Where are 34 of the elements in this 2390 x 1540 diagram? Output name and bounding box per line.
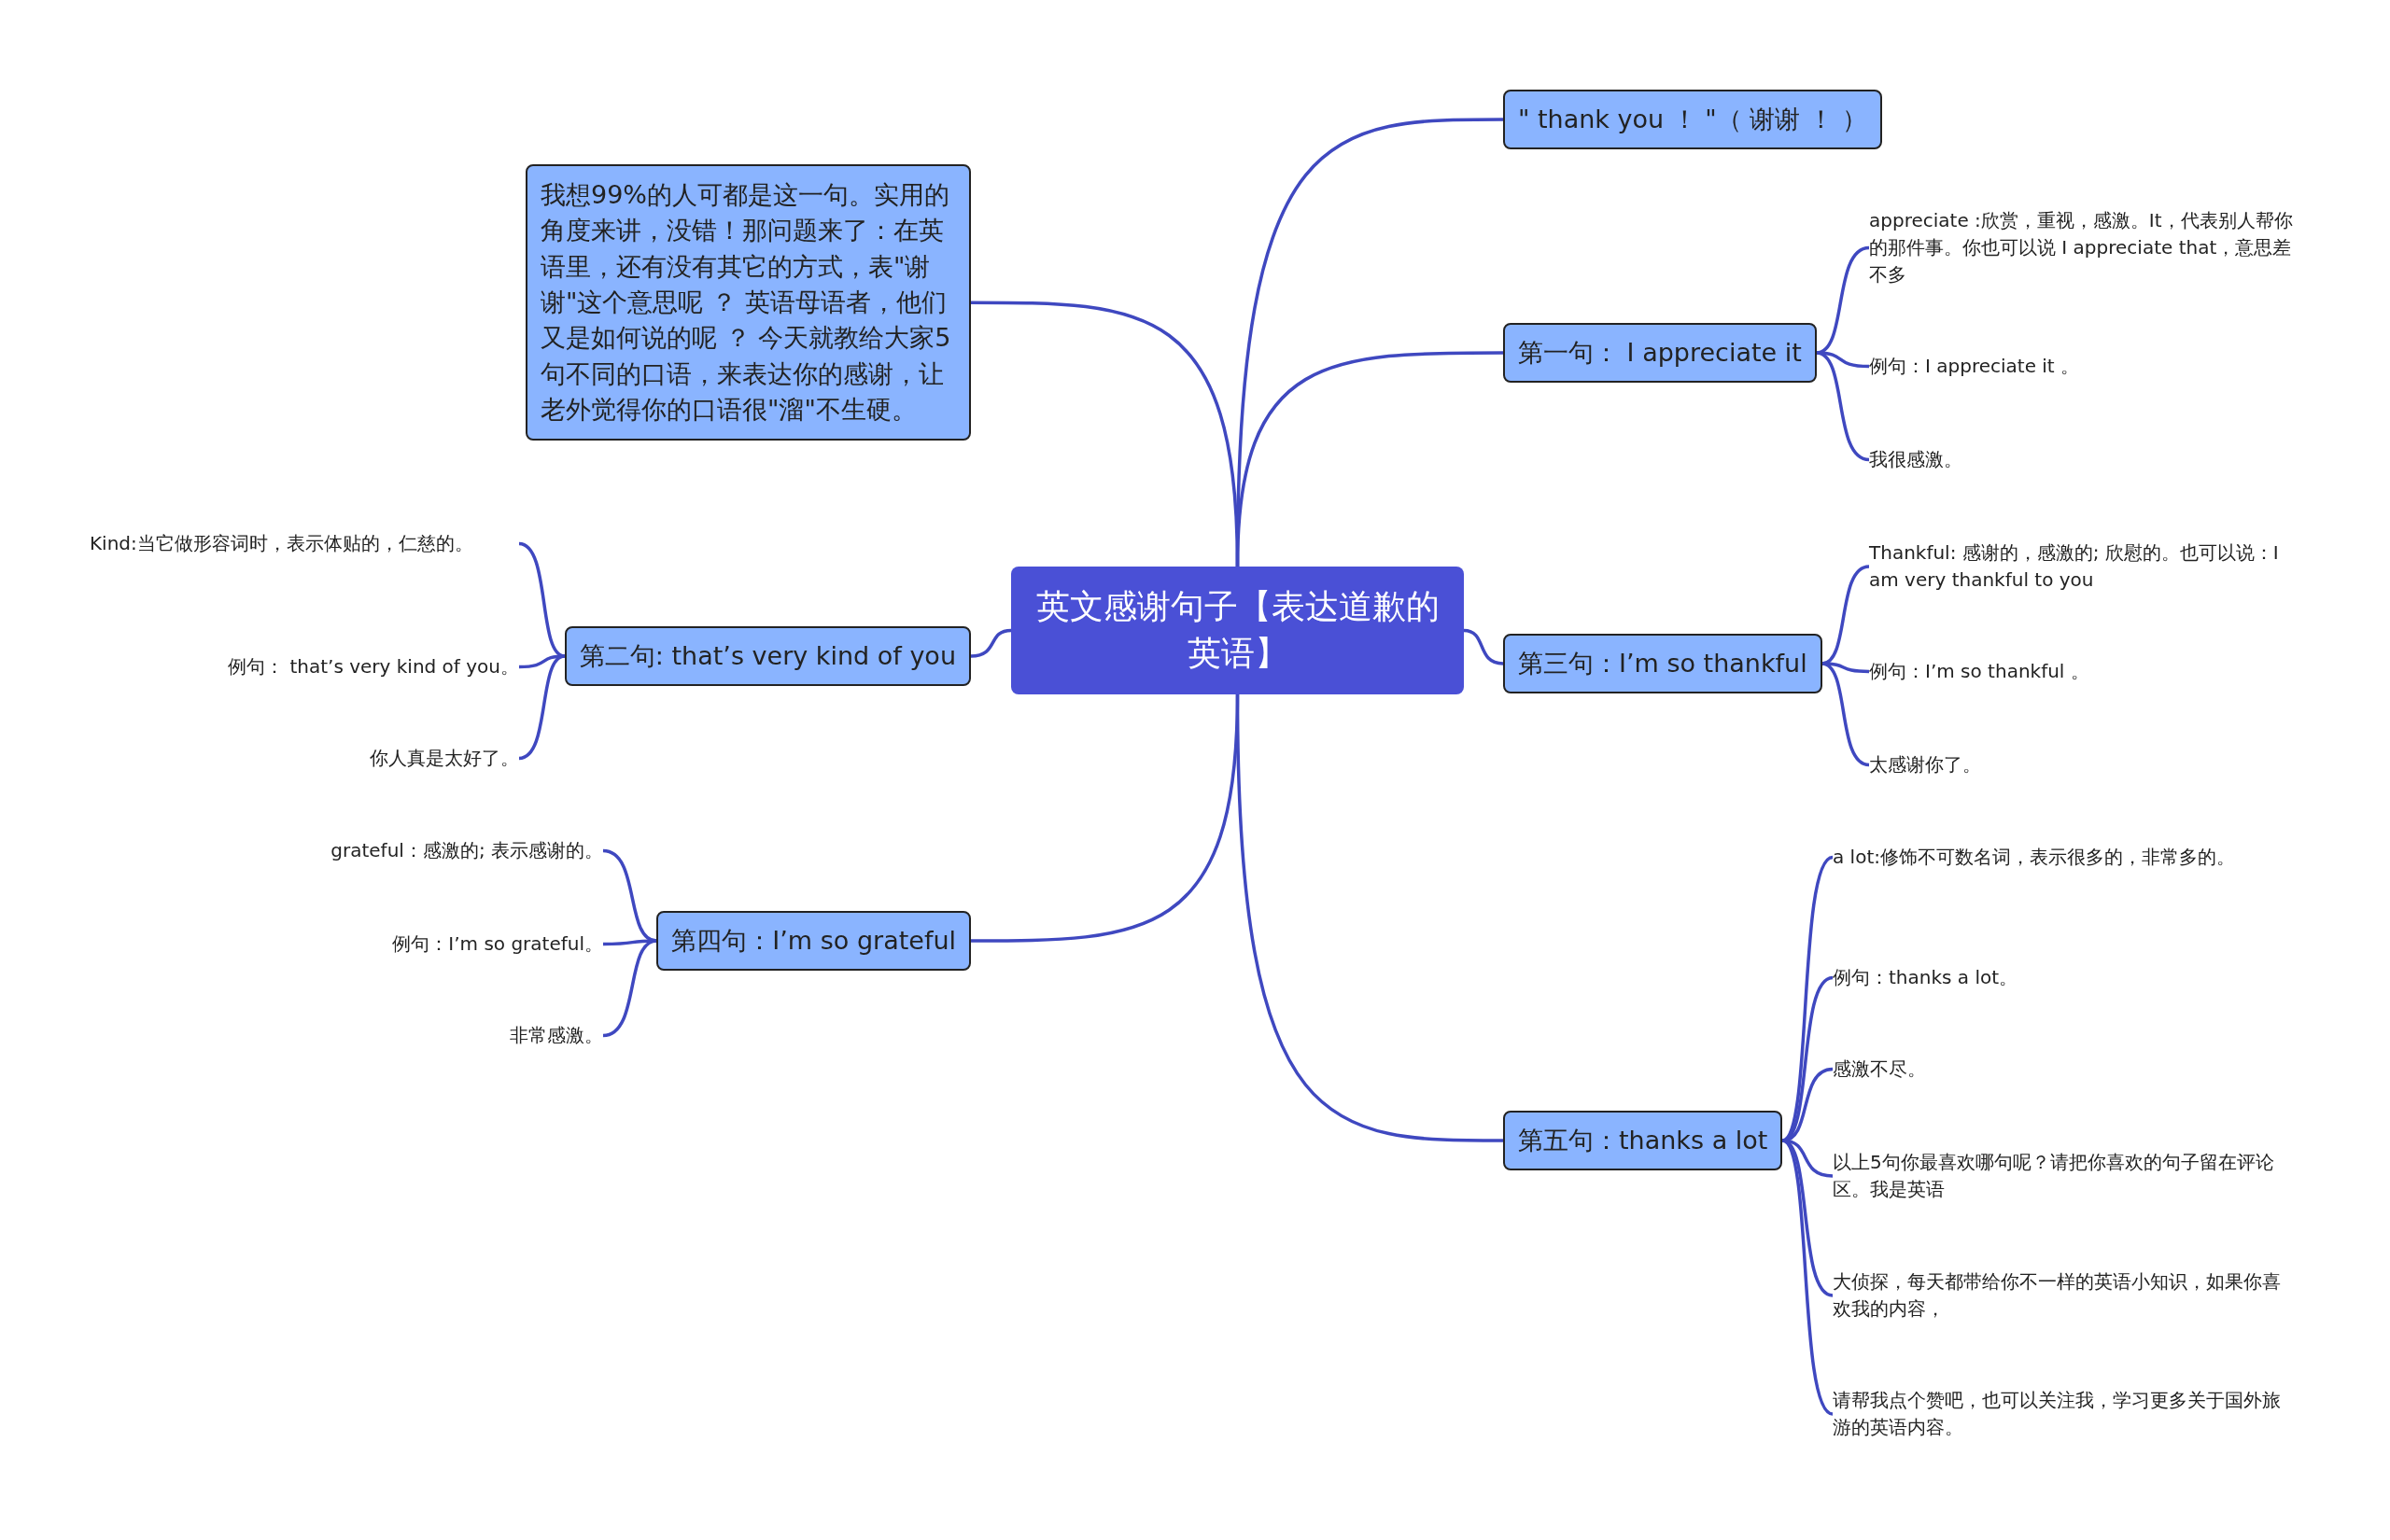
subtopic-text: 你人真是太好了。 bbox=[90, 745, 519, 772]
subtopic-text: 大侦探，每天都带给你不一样的英语小知识，如果你喜欢我的内容， bbox=[1833, 1268, 2281, 1323]
subtopic-text: grateful：感激的; 表示感谢的。 bbox=[174, 837, 603, 864]
connector-line bbox=[602, 939, 657, 1038]
connector-line bbox=[1821, 662, 1870, 767]
subtopic-text: 感激不尽。 bbox=[1833, 1056, 2281, 1083]
subtopic-text: 例句：I’m so grateful。 bbox=[174, 931, 603, 958]
topic-box: 我想99%的人可都是这一句。实用的角度来讲，没错！那问题来了：在英语里，还有没有其它的方式，表"谢谢"这个意思呢 ？ 英语母语者，他们又是如何说的呢 ？ 今天就教给大家5句不同的口语，来表达你的感谢，让老外觉得你的口语很"溜"不生硬。 bbox=[526, 164, 971, 441]
subtopic-text: Kind:当它做形容词时，表示体贴的，仁慈的。 bbox=[90, 530, 519, 557]
subtopic-text: 例句： that’s very kind of you。 bbox=[90, 653, 519, 680]
topic-box: 第四句：I’m so grateful bbox=[656, 911, 971, 971]
topic-box: 第三句：I’m so thankful bbox=[1503, 634, 1822, 693]
connector-line bbox=[1816, 351, 1870, 462]
subtopic-text: 我很感激。 bbox=[1869, 446, 2308, 473]
subtopic-text: 非常感激。 bbox=[174, 1022, 603, 1049]
connector-line bbox=[970, 628, 1012, 658]
topic-box: 第一句： I appreciate it bbox=[1503, 323, 1817, 383]
subtopic-text: a lot:修饰不可数名词，表示很多的，非常多的。 bbox=[1833, 844, 2281, 871]
topic-box: 第二句: that’s very kind of you bbox=[564, 626, 971, 686]
connector-line bbox=[1235, 693, 1503, 1142]
topic-box: " thank you ！ "（ 谢谢 ！ ） bbox=[1503, 90, 1882, 149]
subtopic-text: 太感谢你了。 bbox=[1869, 751, 2308, 778]
subtopic-text: appreciate :欣赏，重视，感激。It，代表别人帮你的那件事。你也可以说 I appreciate that，意思差不多 bbox=[1869, 207, 2308, 288]
subtopic-text: Thankful: 感谢的，感激的; 欣慰的。也可以说：I am very thankful to you bbox=[1869, 539, 2308, 594]
subtopic-text: 例句：thanks a lot。 bbox=[1833, 964, 2281, 991]
subtopic-text: 以上5句你最喜欢哪句呢？请把你喜欢的句子留在评论区。我是英语 bbox=[1833, 1149, 2281, 1203]
connector-line bbox=[1235, 351, 1503, 567]
connector-line bbox=[1463, 628, 1504, 665]
subtopic-text: 请帮我点个赞吧，也可以关注我，学习更多关于国外旅游的英语内容。 bbox=[1833, 1387, 2281, 1441]
topic-box: 第五句：thanks a lot bbox=[1503, 1111, 1783, 1170]
subtopic-text: 例句：I appreciate it 。 bbox=[1869, 353, 2308, 380]
central-topic-box: 英文感谢句子【表达道歉的英语】 bbox=[1011, 567, 1464, 694]
connector-line bbox=[518, 654, 566, 761]
subtopic-text: 例句：I’m so thankful 。 bbox=[1869, 658, 2308, 685]
